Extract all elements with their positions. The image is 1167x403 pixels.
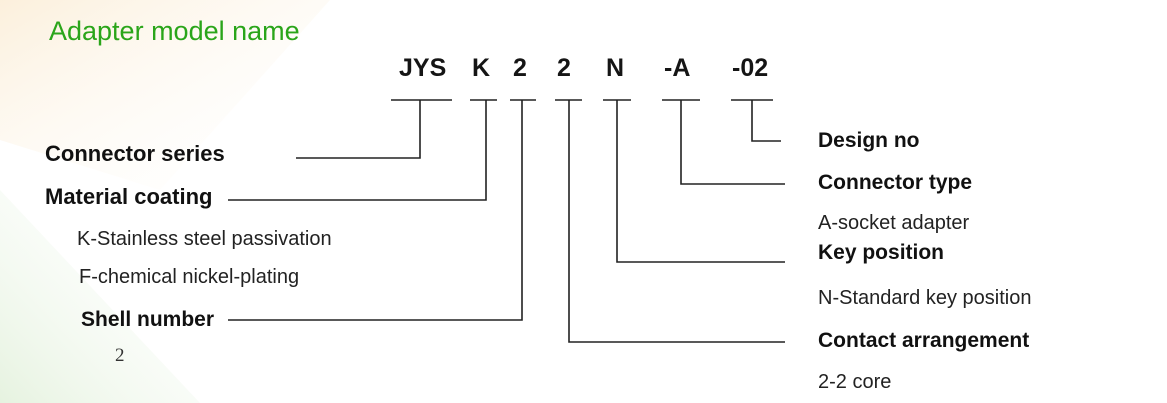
leader-key [616,100,785,263]
shell-number-value: 2 [115,345,125,366]
leader-shell [228,100,523,321]
label-connector-type: Connector type [818,171,973,194]
material-option-f: F-chemical nickel-plating [79,266,300,288]
label-connector-series: Connector series [45,141,225,166]
code-design: -02 [732,54,769,82]
leader-type [680,100,785,185]
code-shell: 2 [513,54,527,82]
code-material: K [472,54,491,82]
leader-series [296,100,421,159]
material-option-k: K-Stainless steel passivation [77,228,332,250]
key-position-option-n: N-Standard key position [818,287,1032,309]
leader-contact [568,100,785,343]
connector-type-option-a: A-socket adapter [818,212,970,234]
label-contact-arrangement: Contact arrangement [818,329,1030,352]
label-shell-number: Shell number [81,308,215,331]
code-contact: 2 [557,54,571,82]
leader-material [228,100,487,201]
code-type: -A [664,54,691,82]
label-design-no: Design no [818,129,920,152]
label-material-coating: Material coating [45,184,213,209]
page-title: Adapter model name [49,16,300,46]
code-series: JYS [399,54,447,82]
leader-design [751,100,781,142]
label-key-position: Key position [818,241,945,264]
contact-arrangement-option: 2-2 core [818,371,892,393]
code-key: N [606,54,625,82]
